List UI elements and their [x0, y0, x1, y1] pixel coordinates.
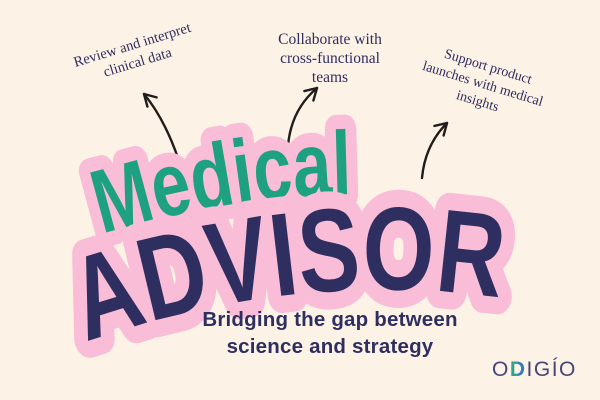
arrows [142, 86, 449, 180]
annotation-line: teams [311, 69, 349, 86]
logo-letter: G [533, 358, 552, 381]
logo-letter: I [526, 358, 534, 381]
annotation-cross-functional: Collaborate with cross-functional teams [255, 30, 405, 87]
title-letter: R [431, 185, 511, 323]
logo-letter: Í [551, 358, 560, 381]
annotation-line: Collaborate with [278, 31, 382, 48]
arrow-right-head-icon [433, 121, 449, 137]
title-letter: a [289, 114, 335, 217]
title-letter: S [294, 183, 364, 318]
logo-letter-d-gradient: D [509, 358, 527, 381]
subtitle: Bridging the gap between science and str… [170, 306, 490, 360]
odigio-logo: O D I G Í O [492, 358, 577, 382]
title-letter: S [294, 183, 364, 318]
arrow-right-icon [420, 121, 449, 180]
logo-letter: O [492, 358, 510, 381]
arrow-left-icon [142, 92, 180, 160]
title-letter: O [362, 183, 436, 316]
title-letter: l [331, 113, 353, 214]
arrow-center-head-icon [303, 86, 319, 102]
annotation-line: cross-functional [280, 50, 380, 67]
arrow-left-head-icon [142, 92, 158, 108]
title-letter: O [362, 183, 436, 316]
subtitle-line: Bridging the gap between [202, 308, 458, 331]
arrow-center-icon [286, 86, 319, 148]
logo-letter: O [559, 358, 577, 381]
subtitle-line: science and strategy [226, 335, 434, 358]
